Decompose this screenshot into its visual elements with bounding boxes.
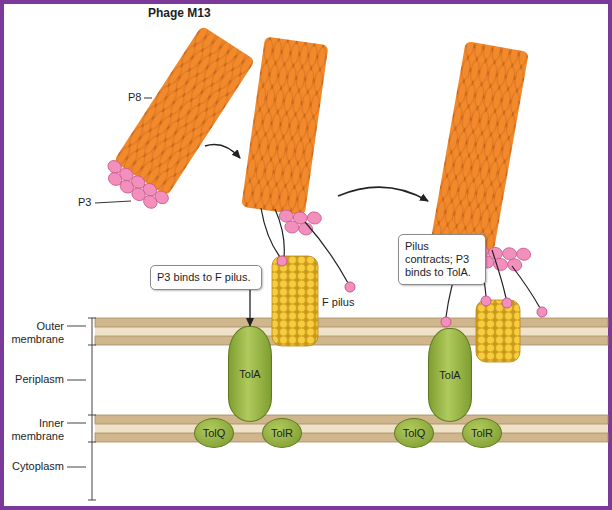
node-text: TolQ (403, 427, 426, 440)
p3-cluster (100, 158, 171, 215)
region-label: Outer membrane (8, 320, 64, 346)
diagram-title: Phage M13 (148, 6, 211, 20)
p8-coat (431, 41, 529, 251)
inner-membrane-layer (95, 415, 608, 424)
outer-membrane-layer (95, 318, 608, 327)
part-label: P8 (128, 91, 141, 104)
pointer-arrow (249, 290, 250, 326)
node-text: TolQ (203, 427, 226, 440)
part-label: P3 (78, 196, 91, 209)
p3-tip (502, 298, 512, 308)
node-text: TolR (271, 427, 293, 440)
callout-box: P3 binds to F pilus. (150, 265, 262, 290)
step-arrow (338, 187, 428, 201)
p3-cluster (277, 207, 322, 237)
node-text: TolA (239, 368, 260, 381)
step-arrow (205, 145, 240, 159)
p3-tip (441, 317, 451, 327)
region-label: Inner membrane (8, 417, 64, 443)
region-label: Cytoplasm (8, 460, 64, 473)
tolr-protein: TolR (262, 418, 302, 448)
p3-strand (261, 208, 348, 283)
p3-tip (481, 296, 491, 306)
tolq-protein: TolQ (194, 418, 234, 448)
p3-tip (277, 256, 287, 266)
phage (100, 24, 258, 215)
p8-coat (114, 25, 256, 196)
outer-membrane-layer (95, 336, 608, 345)
node-text: P3 binds to F pilus. (157, 271, 251, 284)
node-text: TolR (471, 427, 493, 440)
leader-line (95, 201, 131, 203)
node-text: TolA (439, 369, 460, 382)
region-label: Periplasm (8, 373, 64, 386)
f-pilus (476, 300, 520, 362)
inner-membrane (95, 415, 608, 442)
p3-tip (537, 307, 547, 317)
region-bracket (67, 318, 96, 500)
callout-box: Pilus contracts; P3 binds to TolA. (398, 234, 486, 285)
phage (239, 36, 346, 236)
f-pilus (272, 256, 318, 346)
part-label: F pilus (322, 296, 354, 309)
outer-membrane (95, 318, 608, 345)
leader-line (144, 98, 152, 99)
tola-protein: TolA (428, 328, 472, 422)
node-text: Pilus contracts; P3 binds to TolA. (405, 240, 479, 279)
tola-protein: TolA (228, 326, 272, 422)
tolq-protein: TolQ (394, 418, 434, 448)
p3-tip (345, 282, 355, 292)
inner-membrane-layer (95, 433, 608, 442)
background (4, 4, 608, 506)
tolr-protein: TolR (462, 418, 502, 448)
p8-coat (241, 36, 328, 215)
